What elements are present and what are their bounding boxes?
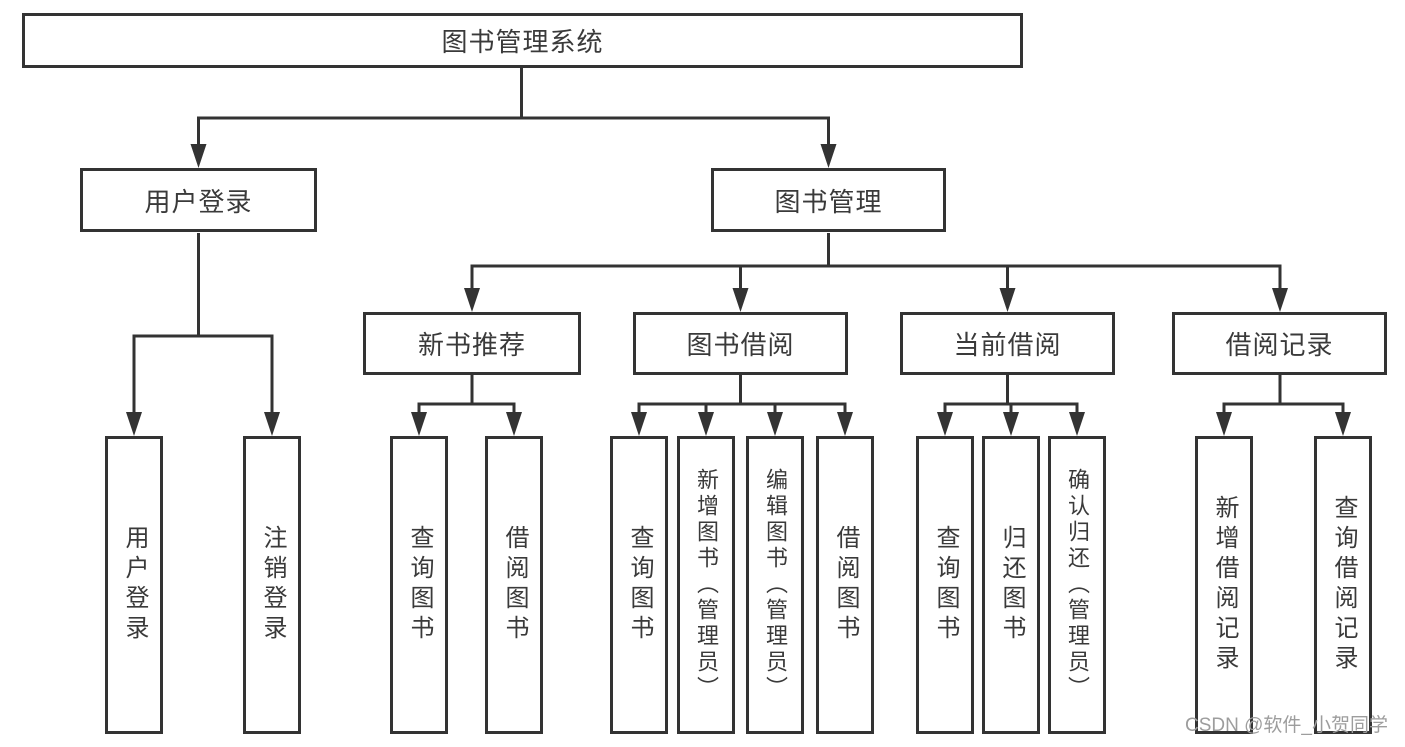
node-root-label: 图书管理系统	[441, 27, 604, 57]
leaf-confirm-return-admin: 确认归还（管理员）	[1048, 436, 1106, 734]
leaf-borrow-books-label: 借阅图书	[832, 525, 859, 645]
leaf-borrow-books-recommend-label: 借阅图书	[501, 525, 528, 645]
node-current-borrowing-label: 当前借阅	[953, 330, 1062, 360]
leaf-confirm-return-admin-label: 确认归还（管理员）	[1065, 468, 1090, 702]
leaf-return-books: 归还图书	[982, 436, 1040, 734]
leaf-edit-books-admin-label: 编辑图书（管理员）	[763, 468, 788, 702]
node-current-borrowing: 当前借阅	[900, 312, 1115, 375]
leaf-query-borrow-record-label: 查询借阅记录	[1330, 495, 1357, 675]
leaf-query-books-current: 查询图书	[916, 436, 974, 734]
node-root: 图书管理系统	[22, 13, 1023, 68]
node-book-management-label: 图书管理	[774, 186, 883, 217]
leaf-edit-books-admin: 编辑图书（管理员）	[746, 436, 804, 734]
leaf-query-books-current-label: 查询图书	[932, 525, 959, 645]
leaf-borrow-books: 借阅图书	[816, 436, 874, 734]
node-borrowing-records: 借阅记录	[1172, 312, 1387, 375]
node-user-login: 用户登录	[80, 168, 317, 232]
node-user-login-label: 用户登录	[144, 186, 253, 217]
leaf-query-books-borrow: 查询图书	[610, 436, 668, 734]
leaf-user-login: 用户登录	[105, 436, 163, 734]
node-book-borrowing: 图书借阅	[633, 312, 848, 375]
leaf-logout-label: 注销登录	[259, 525, 286, 645]
arrowhead-icons	[126, 144, 1351, 436]
leaf-add-borrow-record-label: 新增借阅记录	[1211, 495, 1238, 675]
node-new-book-recommend-label: 新书推荐	[417, 330, 526, 360]
leaf-add-books-admin-label: 新增图书（管理员）	[694, 468, 719, 702]
node-borrowing-records-label: 借阅记录	[1225, 330, 1334, 360]
leaf-add-books-admin: 新增图书（管理员）	[677, 436, 735, 734]
leaf-borrow-books-recommend: 借阅图书	[485, 436, 543, 734]
node-new-book-recommend: 新书推荐	[363, 312, 581, 375]
leaf-query-books-recommend-label: 查询图书	[406, 525, 433, 645]
leaf-query-books-borrow-label: 查询图书	[626, 525, 653, 645]
leaf-query-books-recommend: 查询图书	[390, 436, 448, 734]
leaf-add-borrow-record: 新增借阅记录	[1195, 436, 1253, 734]
leaf-logout: 注销登录	[243, 436, 301, 734]
leaf-return-books-label: 归还图书	[998, 525, 1025, 645]
node-book-management: 图书管理	[711, 168, 946, 232]
node-book-borrowing-label: 图书借阅	[686, 330, 795, 360]
leaf-query-borrow-record: 查询借阅记录	[1314, 436, 1372, 734]
leaf-user-login-label: 用户登录	[121, 525, 148, 645]
